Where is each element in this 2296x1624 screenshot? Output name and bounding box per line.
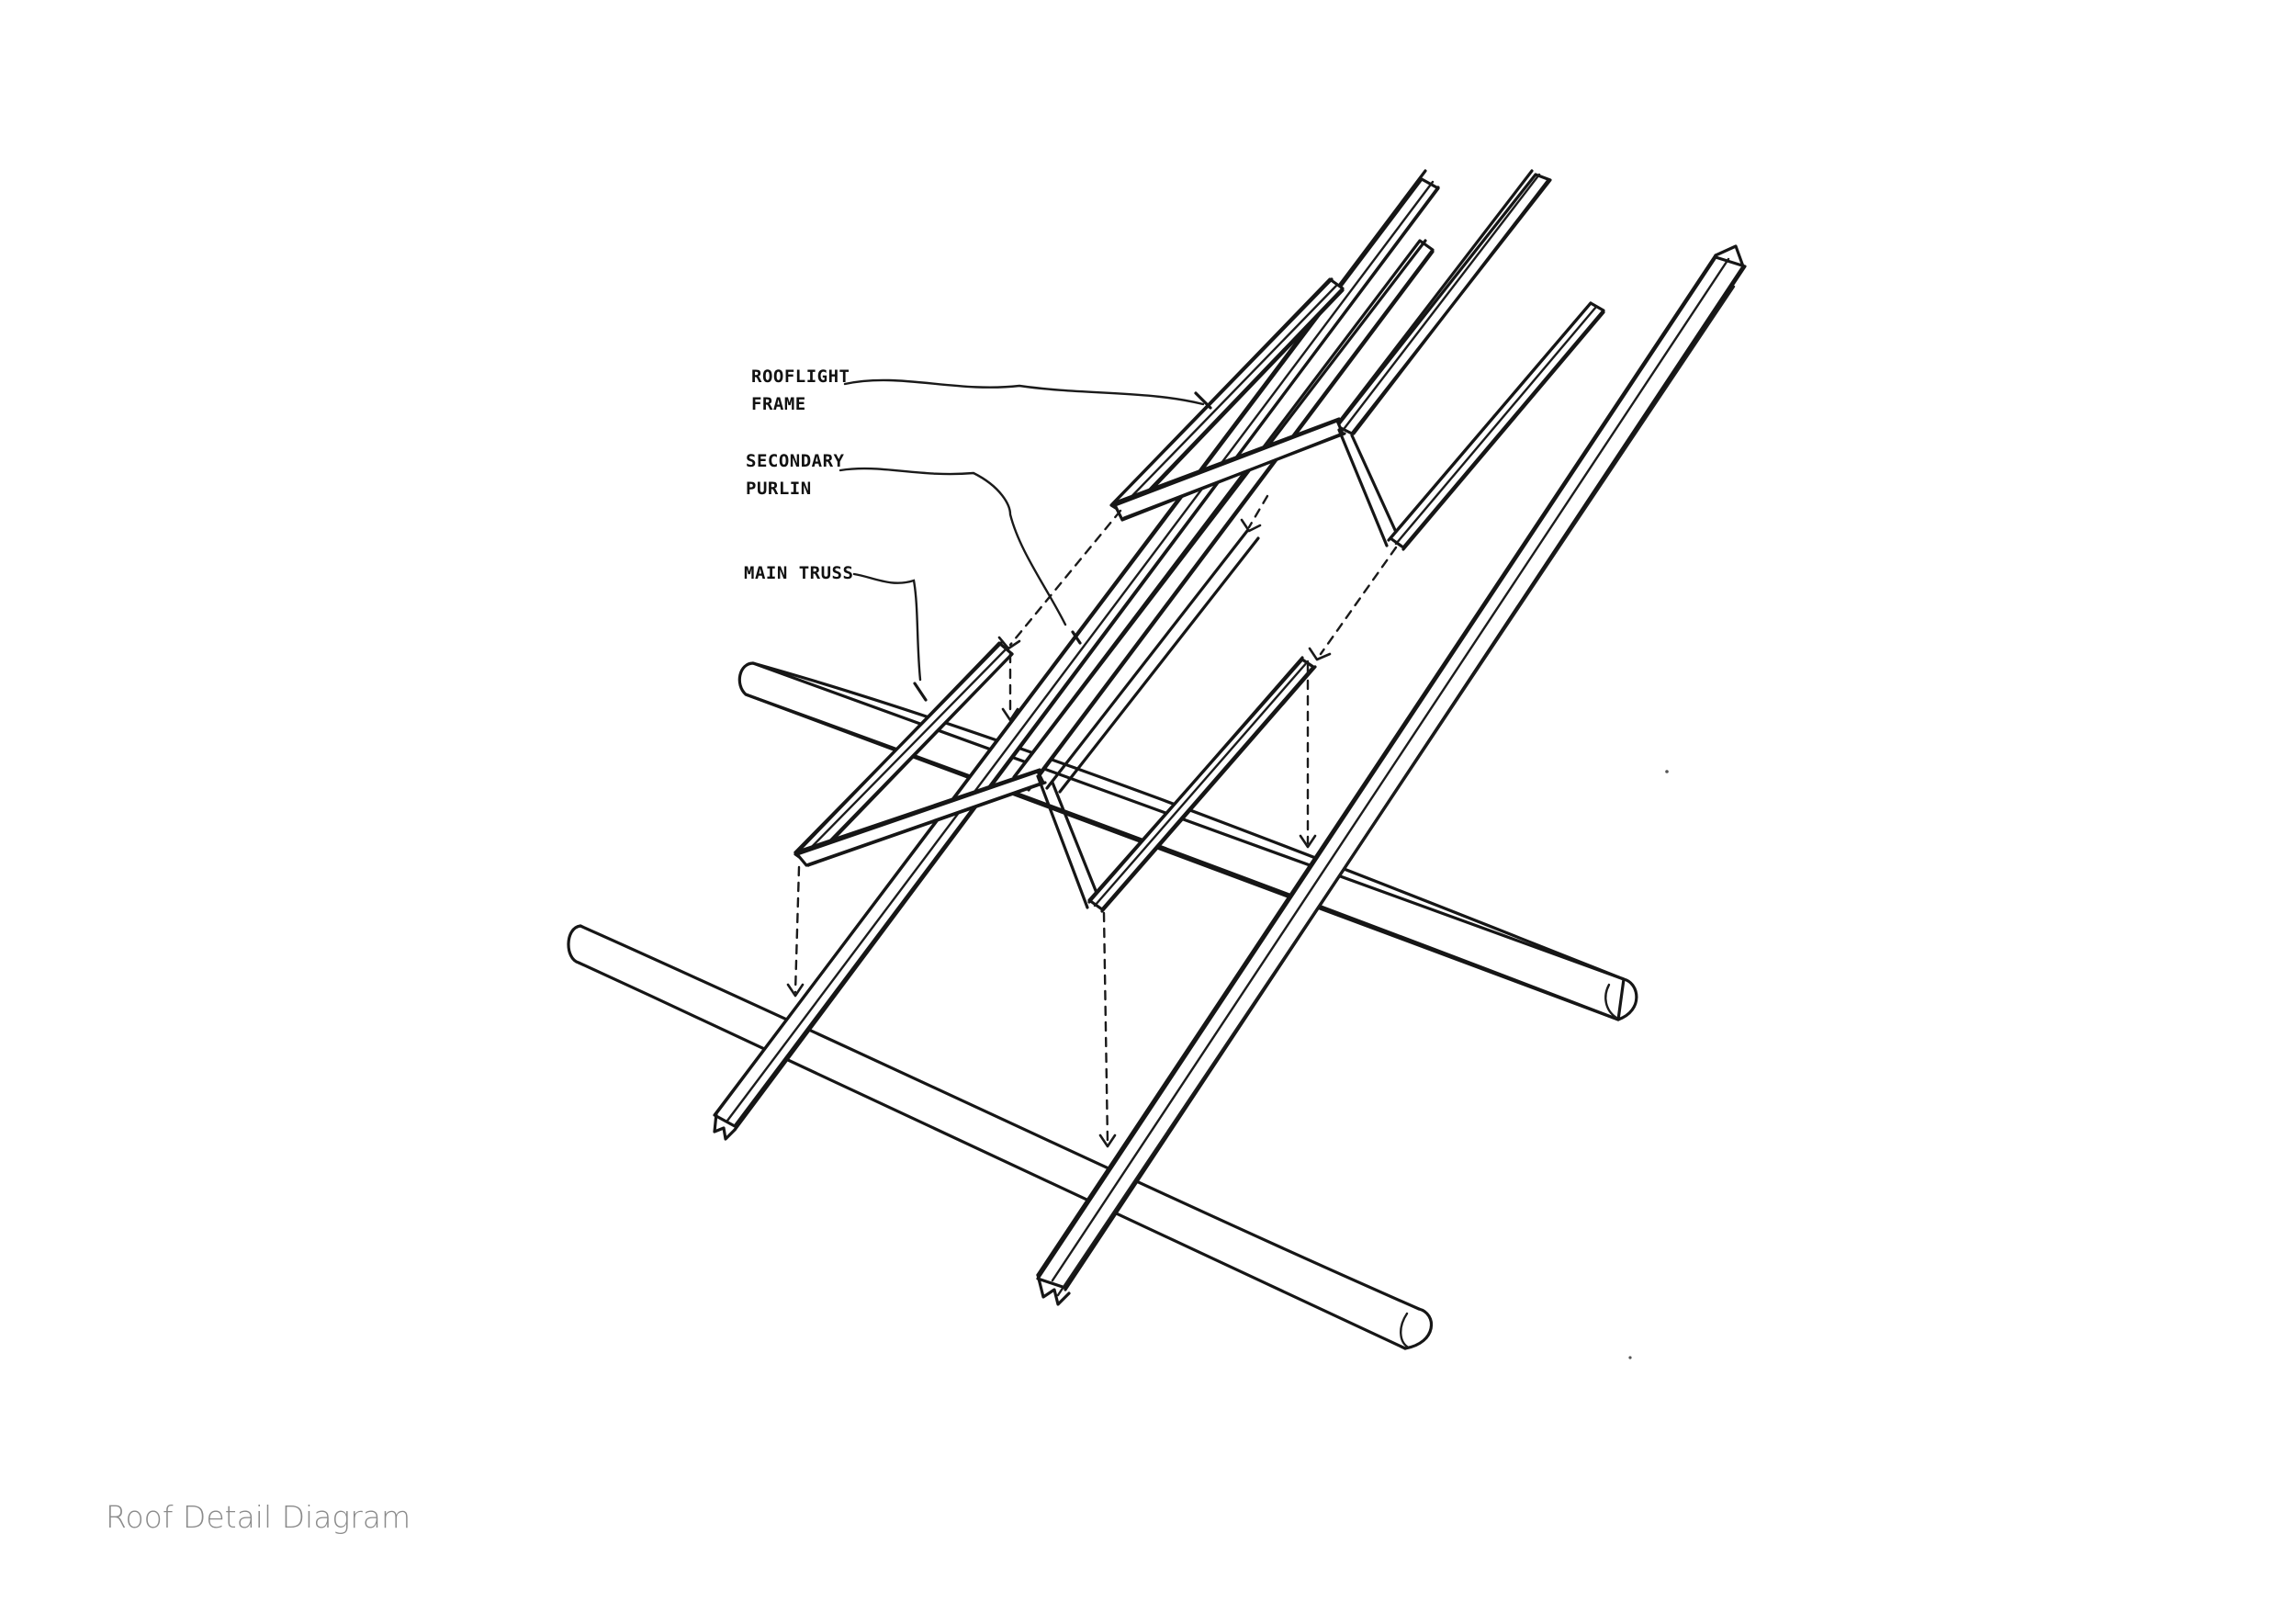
annotation-leaders	[838, 378, 1212, 702]
svg-text:SECONDARY: SECONDARY	[746, 451, 845, 471]
dust-speck	[1628, 1356, 1632, 1359]
label-rooflight-frame: ROOFLIGHT FRAME	[751, 367, 850, 414]
label-main-truss: MAIN TRUSS	[744, 563, 853, 583]
assembly-dashed-lines	[786, 494, 1398, 1148]
svg-text:ROOFLIGHT: ROOFLIGHT	[751, 367, 850, 387]
svg-text:MAIN TRUSS: MAIN TRUSS	[744, 563, 853, 583]
lower-rooflight-frame	[793, 239, 1435, 913]
svg-text:PURLIN: PURLIN	[746, 479, 812, 499]
main-truss-right	[1036, 244, 1747, 1306]
label-secondary-purlin: SECONDARY PURLIN	[746, 451, 845, 499]
front-log-beam	[567, 924, 1434, 1350]
upper-rooflight-frame	[1109, 169, 1605, 551]
main-truss-left	[713, 169, 1440, 1141]
dust-speck	[1665, 770, 1669, 773]
diagram-caption: Roof Detail Diagram	[106, 1499, 411, 1535]
svg-text:FRAME: FRAME	[751, 394, 806, 414]
